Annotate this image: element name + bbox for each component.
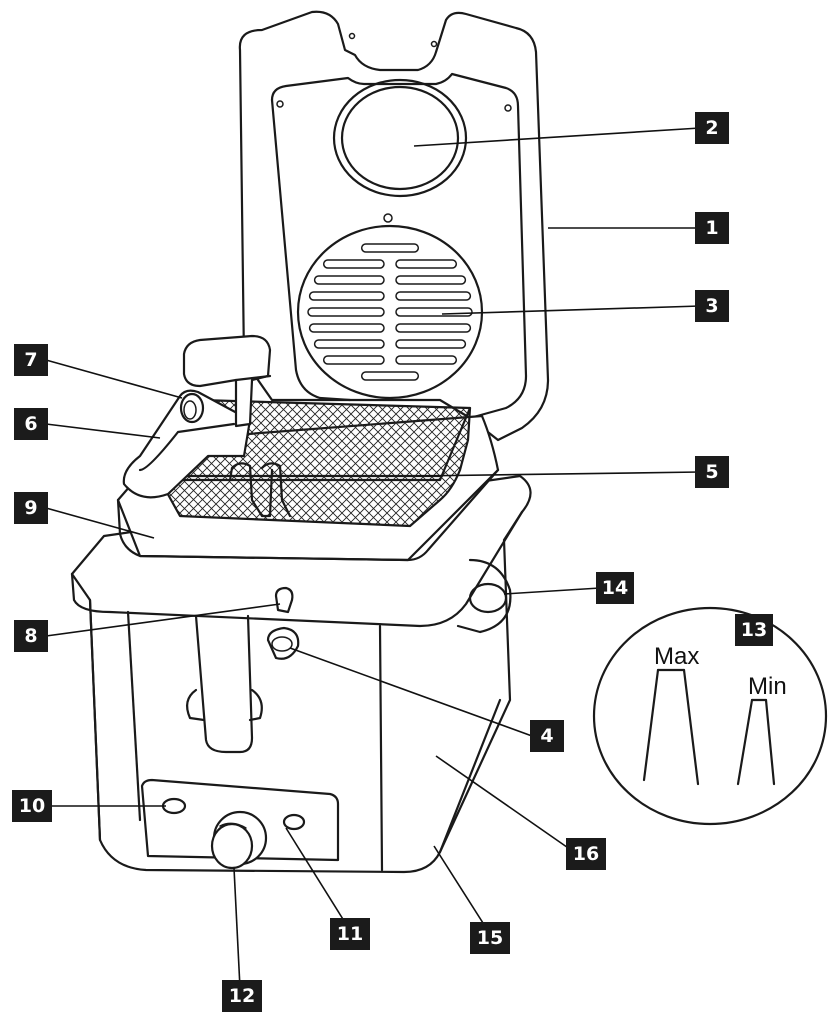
- callout-16: 16: [566, 838, 606, 870]
- callout-6: 6: [14, 408, 48, 440]
- filter-grille: [296, 224, 484, 400]
- svg-text:15: 15: [477, 927, 503, 949]
- svg-text:13: 13: [741, 619, 767, 641]
- leader-lines: [45, 127, 701, 989]
- grille-slot: [395, 339, 467, 349]
- grille-slot: [313, 275, 385, 285]
- max-label: Max: [654, 643, 699, 670]
- level-inset: Max Min: [592, 606, 828, 826]
- svg-text:16: 16: [573, 843, 599, 865]
- grille-slot: [307, 307, 385, 317]
- svg-text:1: 1: [705, 217, 718, 239]
- callout-3: 3: [695, 290, 729, 322]
- grille-slot: [360, 371, 420, 381]
- callout-8: 8: [14, 620, 48, 652]
- callout-11: 11: [330, 918, 370, 950]
- callout-15: 15: [470, 922, 510, 954]
- grille-slot: [322, 259, 385, 269]
- grille-slot: [395, 355, 458, 365]
- svg-text:7: 7: [24, 349, 37, 371]
- min-label: Min: [748, 673, 787, 700]
- callout-13: 13: [735, 614, 773, 646]
- callout-10: 10: [12, 790, 52, 822]
- svg-text:9: 9: [24, 497, 37, 519]
- grille-slot: [395, 259, 458, 269]
- callout-5: 5: [695, 456, 729, 488]
- svg-text:2: 2: [705, 117, 718, 139]
- grille-slot: [395, 275, 467, 285]
- grille-slot: [313, 339, 385, 349]
- callout-1: 1: [695, 212, 729, 244]
- grille-slot: [395, 307, 473, 317]
- housing: [70, 474, 532, 874]
- svg-text:14: 14: [602, 577, 628, 599]
- svg-text:10: 10: [19, 795, 45, 817]
- callout-9: 9: [14, 492, 48, 524]
- svg-text:11: 11: [337, 923, 363, 945]
- svg-text:3: 3: [705, 295, 718, 317]
- callout-2: 2: [695, 112, 729, 144]
- viewing-window: [332, 78, 468, 198]
- basket-handle: [122, 334, 272, 499]
- side-handle: [456, 558, 512, 634]
- svg-text:6: 6: [24, 413, 37, 435]
- grille-slot: [322, 355, 385, 365]
- svg-text:12: 12: [229, 985, 255, 1007]
- thermostat-knob: [210, 810, 268, 870]
- svg-text:5: 5: [705, 461, 718, 483]
- grille-slot: [395, 291, 472, 301]
- svg-text:4: 4: [540, 725, 553, 747]
- lid: [238, 10, 550, 442]
- callout-4: 4: [530, 720, 564, 752]
- svg-text:8: 8: [24, 625, 37, 647]
- grille-slot: [395, 323, 472, 333]
- basket-release-button: [179, 392, 205, 424]
- callout-14: 14: [596, 572, 634, 604]
- callout-12: 12: [222, 980, 262, 1012]
- grille-slot: [360, 243, 420, 253]
- indicator-light: [266, 626, 300, 660]
- callout-7: 7: [14, 344, 48, 376]
- grille-slot: [308, 323, 385, 333]
- ready-light: [282, 813, 306, 831]
- grille-slot: [308, 291, 385, 301]
